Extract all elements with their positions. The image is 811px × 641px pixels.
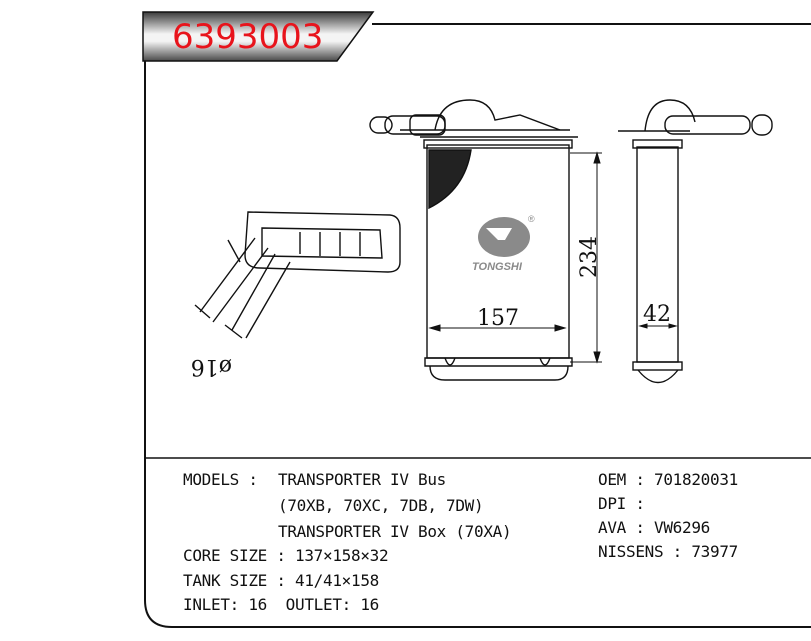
depth-dimension: 42	[643, 302, 671, 327]
tank-size: TANK SIZE : 41/41×158	[183, 571, 379, 590]
logo-text: TONGSHI	[472, 261, 523, 273]
tongshi-logo: ® TONGSHI	[472, 214, 535, 273]
model-line-2: (70XB, 70XC, 7DB, 7DW)	[278, 496, 484, 515]
dpi-number: DPI :	[598, 494, 645, 513]
dimension-lines	[428, 151, 678, 364]
registered-mark: ®	[528, 214, 535, 224]
oem-number: OEM : 701820031	[598, 470, 738, 489]
model-line-1: TRANSPORTER IV Bus	[278, 470, 446, 489]
part-number: 6393003	[172, 17, 323, 57]
core-size: CORE SIZE : 137×158×32	[183, 546, 389, 565]
nissens-number: NISSENS : 73977	[598, 542, 738, 561]
inlet-outlet-view	[194, 211, 401, 339]
heater-core-side-view	[618, 99, 773, 384]
width-dimension: 157	[477, 306, 519, 331]
heater-core-front-view	[369, 99, 578, 381]
sheet-frame	[144, 23, 811, 628]
ava-number: AVA : VW6296	[598, 518, 710, 537]
height-dimension: 234	[577, 236, 602, 278]
pipe-diameter-label: ø16	[191, 354, 232, 379]
part-number-tab: 6393003	[142, 11, 375, 62]
models-label: MODELS :	[183, 470, 267, 489]
inlet-outlet: INLET: 16 OUTLET: 16	[183, 595, 379, 614]
model-line-3: TRANSPORTER IV Box (70XA)	[278, 522, 512, 541]
